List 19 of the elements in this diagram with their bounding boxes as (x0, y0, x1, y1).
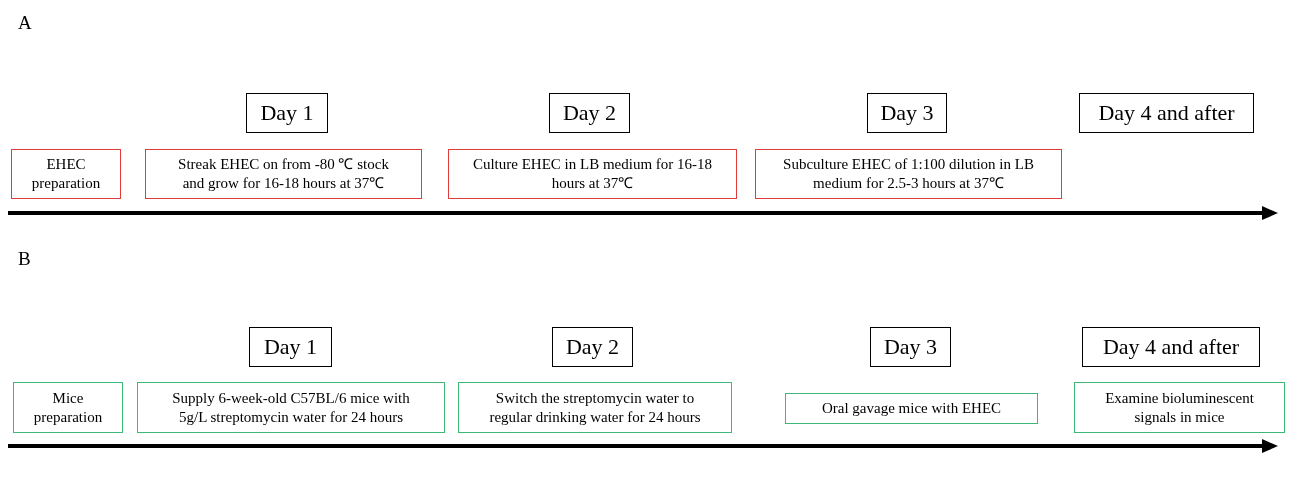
step-box: Supply 6-week-old C57BL/6 mice with 5g/L streptomycin water for 24 hours (137, 382, 445, 433)
panel-letter: A (18, 12, 32, 34)
day-label-box: Day 2 (552, 327, 633, 367)
panel-letter: B (18, 248, 31, 270)
step-box: Examine bioluminescent signals in mice (1074, 382, 1285, 433)
day-label-box: Day 1 (249, 327, 332, 367)
step-box: Mice preparation (13, 382, 123, 433)
step-box: Streak EHEC on from -80 ℃ stock and grow for 16-18 hours at 37℃ (145, 149, 422, 199)
day-label-box: Day 4 and after (1079, 93, 1254, 133)
day-label-box: Day 3 (870, 327, 951, 367)
step-box: Oral gavage mice with EHEC (785, 393, 1038, 424)
step-box: EHEC preparation (11, 149, 121, 199)
day-label-box: Day 2 (549, 93, 630, 133)
day-label-box: Day 1 (246, 93, 328, 133)
step-box: Culture EHEC in LB medium for 16-18 hours at 37℃ (448, 149, 737, 199)
day-label-box: Day 4 and after (1082, 327, 1260, 367)
step-box: Subculture EHEC of 1:100 dilution in LB medium for 2.5-3 hours at 37℃ (755, 149, 1062, 199)
step-box: Switch the streptomycin water to regular drinking water for 24 hours (458, 382, 732, 433)
day-label-box: Day 3 (867, 93, 947, 133)
